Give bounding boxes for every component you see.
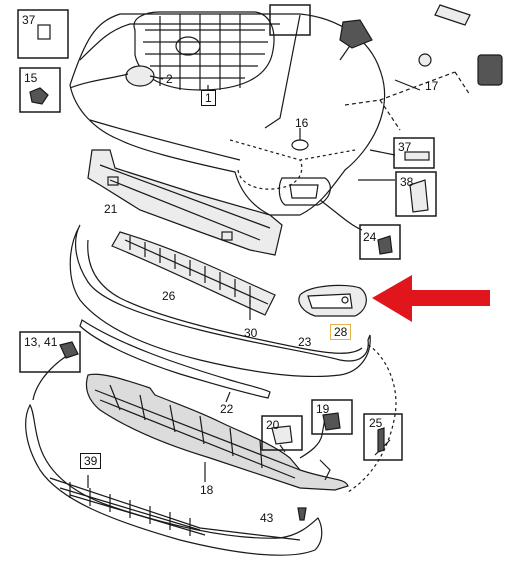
callout-21: 21: [104, 202, 118, 216]
callout-43: 43: [260, 511, 274, 525]
callout-16: 16: [295, 116, 309, 130]
highlight-arrow: [372, 275, 490, 322]
callout-2: 2: [166, 72, 173, 86]
lower-bumper: [25, 403, 323, 556]
grille: [133, 11, 275, 91]
reinforcement-beam: [87, 149, 283, 256]
callout-22: 22: [220, 402, 234, 416]
bumper-cover: [69, 224, 371, 378]
callout-19: 19: [316, 402, 330, 416]
callout-30: 30: [244, 326, 258, 340]
callout-23: 23: [298, 335, 312, 349]
callout-28-highlighted: 28: [330, 324, 352, 340]
callout-18: 18: [200, 483, 214, 497]
callout-17: 17: [425, 79, 439, 93]
callout-26: 26: [162, 289, 176, 303]
front-body-outline: [69, 13, 385, 216]
callout-39: 39: [80, 453, 102, 469]
callout-37-right: 37: [398, 140, 412, 154]
callout-15: 15: [24, 71, 38, 85]
lower-bracket: [85, 373, 349, 491]
callout-20: 20: [266, 418, 280, 432]
clip-37a: [37, 24, 51, 40]
callout-24: 24: [363, 230, 377, 244]
callout-37-top: 37: [22, 13, 36, 27]
trim-strip: [79, 319, 271, 399]
callout-38: 38: [400, 175, 414, 189]
callout-13-41: 13, 41: [24, 335, 58, 349]
callout-25: 25: [369, 416, 383, 430]
callout-1: 1: [201, 90, 216, 106]
emblem-part: [125, 65, 155, 87]
